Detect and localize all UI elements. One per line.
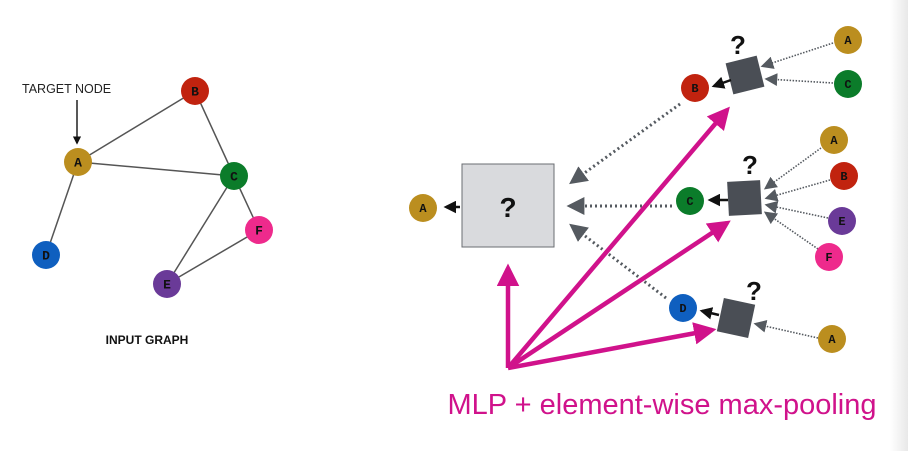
message-arrow-a-to-c [766, 148, 821, 188]
input-node-b: B [181, 77, 209, 105]
level1-node-b-label: B [691, 82, 698, 96]
level2-node-c-e: E [828, 207, 856, 235]
level1-node-b: B [681, 74, 709, 102]
input-node-f-label: F [255, 224, 263, 239]
level2-node-c-b: B [830, 162, 858, 190]
level1-node-c-label: C [686, 195, 693, 209]
input-node-f: F [245, 216, 273, 244]
input-edge-e-f [167, 230, 259, 284]
message-arrow-e-to-c [767, 205, 828, 218]
input-node-d: D [32, 241, 60, 269]
message-arrow-a-to-b [763, 43, 833, 66]
message-arrow-b-to-root [572, 104, 680, 182]
level2-node-c-b-label: B [840, 170, 847, 184]
aggregator-b-question-mark: ? [730, 30, 746, 60]
level1-node-d-label: D [679, 302, 686, 316]
input-graph: A B C D E F TARGET NODE INPUT GRAPH [22, 77, 273, 347]
message-arrow-b-to-c [767, 180, 830, 198]
right-edge-shadow [890, 0, 908, 451]
root-node-a: A [409, 194, 437, 222]
input-node-e-label: E [163, 278, 171, 293]
target-node-label: TARGET NODE [22, 82, 111, 96]
level2-node-c-f: F [815, 243, 843, 271]
level2-node-c-a: A [820, 126, 848, 154]
level2-node-b-a-label: A [844, 34, 852, 48]
input-edge-a-b [78, 91, 195, 162]
level2-node-b-c-label: C [844, 78, 851, 92]
level2-node-d-a: A [818, 325, 846, 353]
aggregator-box-b [726, 56, 765, 95]
input-graph-caption: INPUT GRAPH [106, 333, 189, 347]
input-edge-a-c [78, 162, 234, 176]
input-edge-b-c [195, 91, 234, 176]
level2-node-c-f-label: F [825, 251, 832, 265]
input-node-e: E [153, 270, 181, 298]
input-node-a: A [64, 148, 92, 176]
aggregator-c-question-mark: ? [742, 150, 758, 180]
input-graph-nodes: A B C D E F [32, 77, 273, 298]
level2-node-c-a-label: A [830, 134, 838, 148]
input-edge-c-e [167, 176, 234, 284]
message-arrow-f-to-c [766, 213, 818, 249]
message-arrow-a-to-d [756, 324, 818, 338]
level2-node-b-a: A [834, 26, 862, 54]
computation-graph: ? ? ? ? A B A C C A B E F D A MLP + element-wise m… [409, 26, 877, 421]
input-edge-a-d [46, 162, 78, 255]
root-aggregator-question-mark: ? [499, 192, 516, 223]
level2-node-b-c: C [834, 70, 862, 98]
message-arrow-c-to-b [767, 79, 833, 83]
level2-node-c-e-label: E [838, 215, 845, 229]
input-node-d-label: D [42, 249, 50, 264]
input-node-c: C [220, 162, 248, 190]
root-node-a-label: A [419, 202, 427, 216]
mlp-annotation: MLP + element-wise max-pooling [447, 389, 876, 421]
level1-node-c: C [676, 187, 704, 215]
input-node-b-label: B [191, 85, 199, 100]
output-arrow-b [714, 80, 731, 86]
level1-node-d: D [669, 294, 697, 322]
aggregator-d-question-mark: ? [746, 276, 762, 306]
input-node-a-label: A [74, 156, 82, 171]
aggregator-box-c [727, 180, 762, 216]
level2-node-d-a-label: A [828, 333, 836, 347]
input-node-c-label: C [230, 170, 238, 185]
output-arrow-d [702, 311, 719, 315]
